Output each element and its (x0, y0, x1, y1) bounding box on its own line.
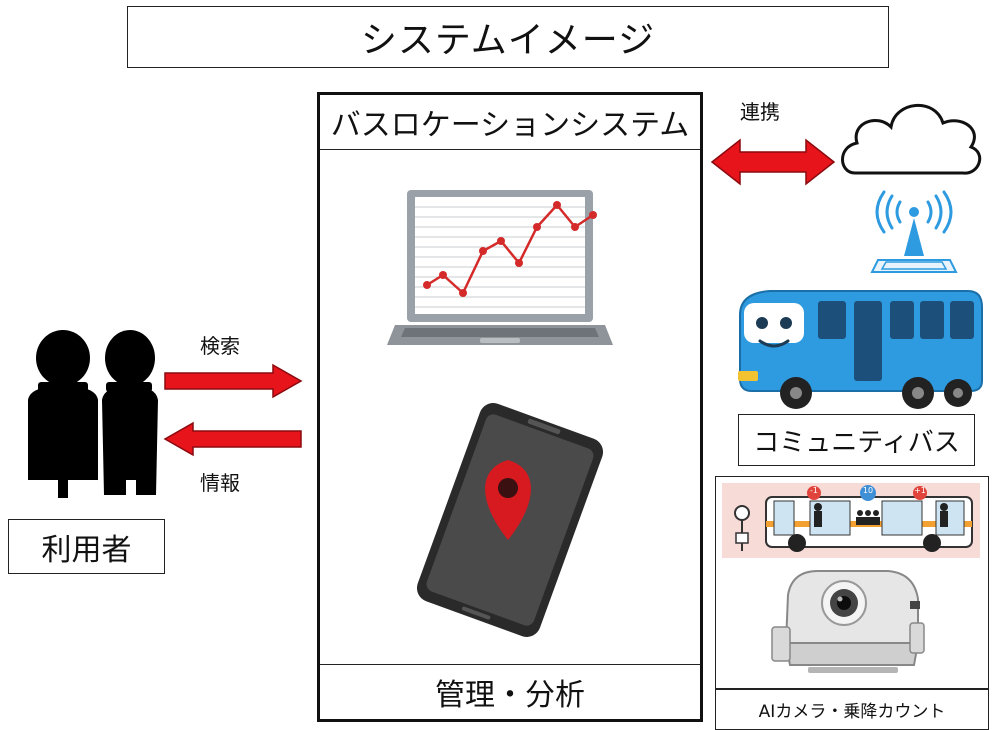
ai-camera-panel (715, 476, 989, 690)
diagram-title: システムイメージ (127, 6, 889, 68)
antenna-wireless-icon (870, 190, 958, 273)
link-arrow-label: 連携 (740, 100, 780, 124)
info-arrow-left-icon (163, 421, 302, 457)
laptop-chart-icon (387, 190, 613, 345)
cloud-icon (841, 104, 982, 175)
count-badge-total: 10 (862, 486, 874, 495)
smartphone-map-pin-icon (416, 403, 604, 637)
system-header: バスロケーションシステム (320, 95, 700, 150)
passenger-count-illustration (722, 483, 980, 558)
users-silhouette-icon (28, 330, 158, 498)
link-double-arrow-icon (710, 138, 836, 186)
info-arrow-label: 情報 (200, 471, 240, 495)
search-arrow-label: 検索 (200, 334, 240, 358)
ai-camera-label: AIカメラ・乗降カウント (715, 688, 989, 730)
count-badge-minus: -1 (810, 486, 818, 495)
community-bus-icon (738, 290, 983, 409)
search-arrow-right-icon (164, 363, 303, 399)
users-label: 利用者 (8, 519, 165, 574)
count-badge-plus: +1 (914, 486, 926, 495)
community-bus-label: コミュニティバス (738, 414, 975, 466)
ai-camera-device-icon (771, 570, 925, 673)
system-footer: 管理・分析 (320, 664, 700, 719)
